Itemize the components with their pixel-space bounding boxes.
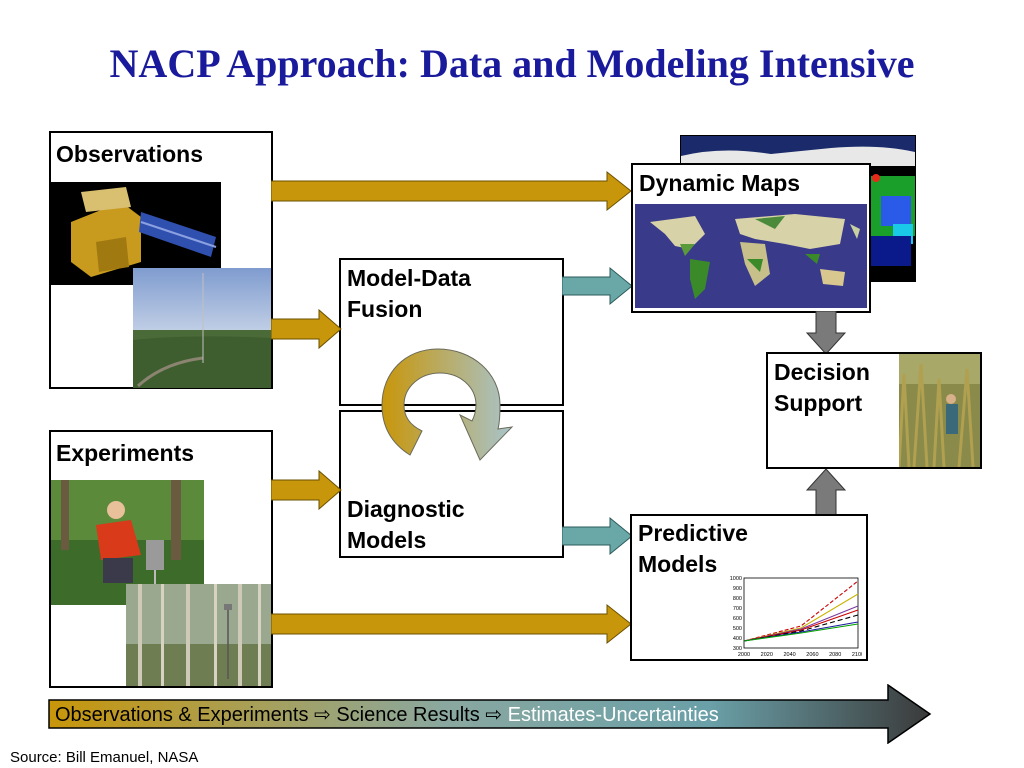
obs-to-fusion-arrow [271,308,342,350]
flow-sep2-icon: ⇨ [485,704,503,726]
y-tick-label: 900 [733,586,742,592]
obs-to-maps-arrow [271,170,632,212]
flow-part2: Science Results [336,704,480,726]
y-tick-label: 1000 [730,576,742,582]
maps-to-decision-arrow [806,311,846,355]
predictive-chart: 300 400 500 600 700 800 900 1000 2000 2020 2040 20… [730,576,862,658]
experiments-label: Experiments [56,440,195,466]
source-credit: Source: Bill Emanuel, NASA [10,749,199,766]
flow-part1: Observations & Experiments [55,704,309,726]
tower-landscape-photo [133,268,271,388]
page-title: NACP Approach: Data and Modeling Intensi… [109,41,915,86]
world-vegetation-map [635,204,867,308]
model-data-fusion-label: Model-Data Fusion [347,265,471,322]
y-tick-label: 300 [733,646,742,652]
forest-stand-photo [126,584,271,686]
series-line [743,623,859,642]
x-tick-label: 2080 [829,652,841,658]
exp-to-diagnostic-arrow [271,469,342,511]
satellite-photo [51,182,221,285]
diagnostic-models-box: Diagnostic Models [339,410,564,558]
predictive-to-decision-arrow [806,468,846,516]
y-tick-label: 500 [733,626,742,632]
series-line [743,580,859,642]
observations-label: Observations [56,141,203,167]
cycle-arrow-icon [381,348,514,461]
y-tick-label: 700 [733,606,742,612]
flow-part3: Estimates-Uncertainties [507,704,719,726]
x-tick-label: 2020 [761,652,773,658]
x-tick-label: 2060 [806,652,818,658]
exp-to-predictive-arrow [271,603,632,645]
x-tick-label: 2040 [783,652,795,658]
flow-text: Observations & Experiments ⇨ Science Res… [55,702,719,727]
diagnostic-models-label: Diagnostic Models [347,496,465,553]
predictive-models-label: Predictive Models [638,520,748,577]
x-tick-label: 2000 [738,652,750,658]
y-tick-label: 400 [733,636,742,642]
model-data-fusion-box: Model-Data Fusion [339,258,564,406]
flow-sep1-icon: ⇨ [314,704,331,726]
x-tick-label: 2100 [852,652,862,658]
diagnostic-to-predictive-arrow [562,516,633,556]
grassland-photo [899,354,980,467]
progress-flow-arrow [48,684,932,744]
y-tick-label: 800 [733,596,742,602]
fusion-to-maps-arrow [562,266,633,306]
dynamic-maps-label: Dynamic Maps [639,170,801,196]
y-tick-label: 600 [733,616,742,622]
decision-support-label: Decision Support [774,359,870,416]
